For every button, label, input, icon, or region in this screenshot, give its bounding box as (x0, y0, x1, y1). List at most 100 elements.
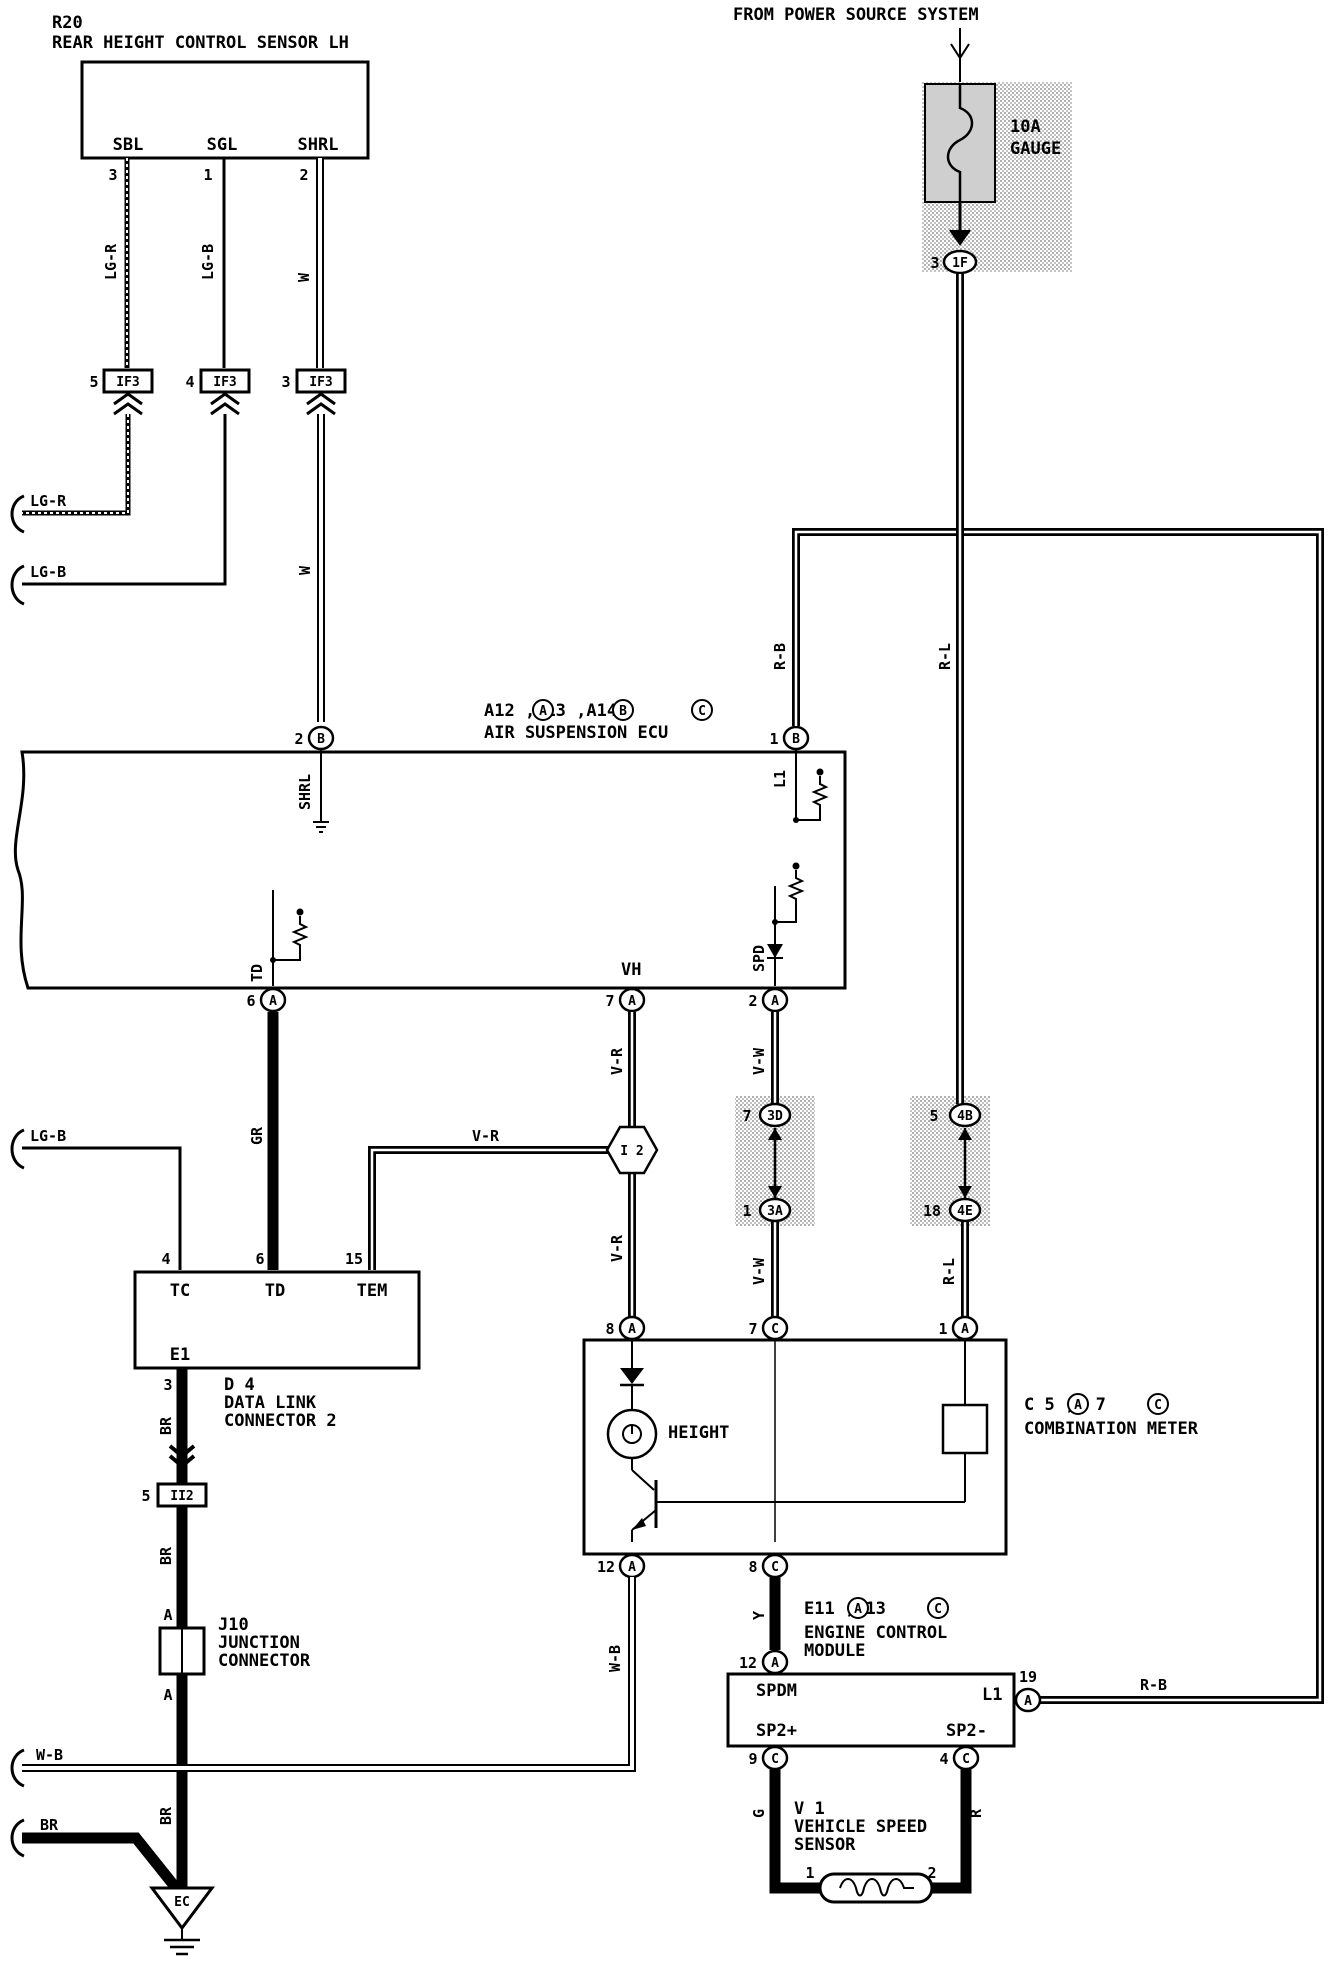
break-symbol-lg-r (10, 494, 25, 534)
ecm-terminal-l1: L1 (982, 1685, 1002, 1705)
connector-3d-3a-arrows (768, 1128, 782, 1198)
ecm-pin-sp2m-number: 4 (939, 1750, 948, 1768)
meter-pin-8-letter: A (628, 1322, 636, 1337)
ecm-ids: E11 ,E13 (804, 1599, 886, 1619)
connector-ii2-pin: 5 (141, 1487, 150, 1505)
ecu-id-letter-a: A (539, 704, 547, 719)
connector-4e-pin: 18 (923, 1202, 941, 1220)
ecu-internal-ground-icon (313, 821, 329, 833)
ground-icon (164, 1928, 200, 1956)
wire-label-r: R (967, 1808, 985, 1818)
connector-4b-pin: 5 (929, 1107, 938, 1125)
dlc-id: D 4 (224, 1375, 255, 1395)
wire-r (930, 1769, 972, 1894)
r20-terminal-sgl: SGL (207, 135, 238, 155)
wire-lg-r-lower (22, 414, 131, 516)
meter-pin-8c-number: 8 (748, 1558, 757, 1576)
connector-if3-3-pin: 3 (281, 373, 290, 391)
r20-name: REAR HEIGHT CONTROL SENSOR LH (52, 33, 349, 53)
meter-resistor-icon (941, 1403, 989, 1455)
meter-ids: C 5 ,C 7 (1024, 1395, 1106, 1415)
meter-pin-8-number: 8 (605, 1320, 614, 1338)
ecu-terminal-td: TD (248, 964, 266, 982)
ecu-td-resistor-icon (270, 890, 309, 986)
dlc-terminal-tem: TEM (357, 1281, 388, 1301)
dlc-terminal-e1: E1 (170, 1345, 190, 1365)
meter-id-letter-a: A (1074, 1398, 1082, 1413)
wire-label-v-r: V-R (608, 1047, 626, 1075)
from-power-label: FROM POWER SOURCE SYSTEM (733, 5, 979, 25)
wire-label-r-b: R-B (771, 643, 789, 670)
wire-r-b-loop (792, 528, 1324, 1704)
break-symbol-lg-b (10, 564, 25, 606)
connector-3a-pin: 1 (742, 1202, 751, 1220)
dlc-terminal-td: TD (265, 1281, 285, 1301)
connector-3a (758, 1197, 792, 1223)
dlc-name-line1: DATA LINK (224, 1393, 317, 1413)
vss-name-line1: VEHICLE SPEED (794, 1817, 927, 1837)
dlc-box (133, 1270, 421, 1370)
ecm-terminal-sp2m: SP2- (946, 1721, 987, 1741)
wire-label-r-l-2: R-L (940, 1258, 958, 1285)
connector-3d-label: 3D (767, 1109, 783, 1124)
connector-4b (948, 1102, 982, 1128)
wire-label-lg-b-3: LG-B (30, 1127, 66, 1145)
meter-id-letter-c: C (1154, 1398, 1162, 1413)
ecm-name-line2: MODULE (804, 1641, 865, 1661)
wire-label-v-w-2: V-W (750, 1257, 768, 1285)
wire-label-g: G (750, 1809, 768, 1818)
wire-label-lg-b-2: LG-B (30, 563, 66, 581)
ecu-terminal-shrl: SHRL (296, 774, 314, 810)
connector-if3-4-pin: 4 (185, 373, 194, 391)
connector-if3-5-label: IF3 (116, 375, 139, 390)
ecm-terminal-spdm: SPDM (756, 1681, 797, 1701)
ecu-id-letter-c: C (698, 704, 706, 719)
meter-pin-7-letter: C (771, 1322, 779, 1337)
r20-id: R20 (52, 13, 83, 33)
ecm-pin-l1-number: 19 (1019, 1668, 1037, 1686)
r20-terminal-shrl: SHRL (298, 135, 339, 155)
r20-pin-3: 3 (108, 166, 117, 184)
ecu-name: AIR SUSPENSION ECU (484, 723, 668, 743)
r20-sensor-box (80, 60, 370, 160)
meter-pin-7-number: 7 (748, 1320, 757, 1338)
connector-ii2 (156, 1482, 208, 1508)
ecu-pin-spd-letter: A (771, 994, 779, 1009)
j10-name-line2: CONNECTOR (218, 1651, 311, 1671)
coil-icon (839, 1878, 914, 1897)
ecu-l1-resistor-icon (793, 768, 829, 823)
wire-lg-b-dlc (22, 1146, 182, 1270)
connector-4e (948, 1197, 982, 1223)
wire-v-r (368, 1012, 636, 1318)
vss-sensor-body (818, 1872, 934, 1904)
ecm-pin-sp2m-letter: C (962, 1752, 970, 1767)
wire-label-r-l: R-L (936, 643, 954, 670)
wire-lg-b-lower (22, 414, 227, 586)
wire-label-v-r-2: V-R (608, 1234, 626, 1262)
ecu-terminal-vh: VH (621, 960, 641, 980)
r20-pin-2: 2 (299, 166, 308, 184)
meter-pin-8c-letter: C (771, 1560, 779, 1575)
wire-label-br-3: BR (40, 1816, 59, 1834)
wire-label-w-2: W (296, 565, 314, 575)
ecm-pin-spdm-letter: A (771, 1656, 779, 1671)
junction-i2 (605, 1125, 659, 1175)
ecm-name-line1: ENGINE CONTROL (804, 1623, 947, 1643)
wire-label-lg-r: LG-R (102, 243, 120, 280)
meter-internal-circuit (606, 1340, 989, 1542)
ecu-pin-vh-letter: A (628, 994, 636, 1009)
connector-1f (942, 249, 978, 275)
break-symbol-br (10, 1818, 25, 1858)
vss-pin-1: 1 (805, 1864, 814, 1882)
diode-icon (620, 1368, 644, 1384)
wire-label-v-w: V-W (750, 1047, 768, 1075)
wire-label-w-b: W-B (36, 1746, 63, 1764)
ecm-pin-l1-letter: A (1024, 1694, 1032, 1709)
connector-4b-label: 4B (957, 1109, 973, 1124)
meter-name: COMBINATION METER (1024, 1419, 1199, 1439)
connector-1f-pin: 3 (930, 254, 939, 272)
connector-if3-5 (102, 368, 154, 416)
ecu-terminal-spd: SPD (750, 945, 768, 972)
meter-pin-1-number: 1 (938, 1320, 947, 1338)
ii2-chevrons (168, 1454, 196, 1469)
